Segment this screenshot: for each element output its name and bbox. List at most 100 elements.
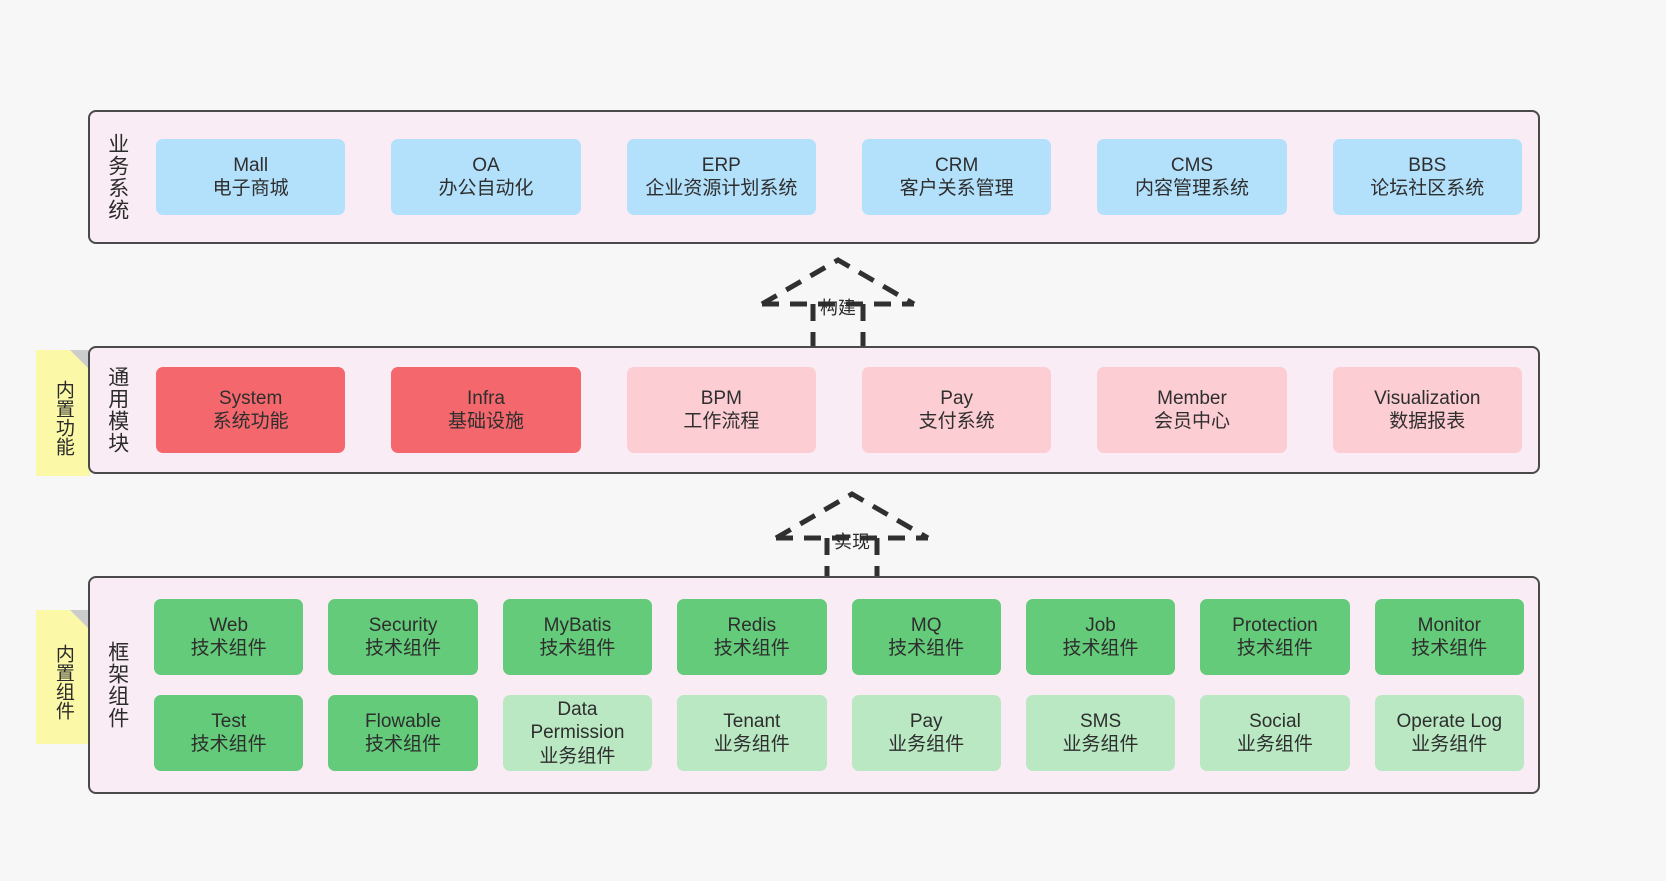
- node-desc: 技术组件: [1062, 638, 1139, 659]
- node-name: MQ: [910, 614, 942, 636]
- node-name: CMS: [1170, 154, 1214, 176]
- node-bpm[interactable]: BPM 工作流程: [626, 367, 816, 453]
- node-monitor[interactable]: Monitor 技术组件: [1374, 599, 1524, 675]
- node-name: Monitor: [1417, 614, 1481, 636]
- node-member[interactable]: Member 会员中心: [1097, 367, 1287, 453]
- node-name: Tenant: [723, 710, 781, 732]
- node-name: Mall: [233, 154, 269, 176]
- framework-layer-body: Web 技术组件 Security 技术组件 MyBatis 技术组件 Redi…: [140, 578, 1538, 792]
- business-node-row: Mall 电子商城 OA 办公自动化 ERP 企业资源计划系统 CRM 客户关系…: [156, 139, 1522, 215]
- node-desc: 办公自动化: [438, 178, 534, 199]
- node-name: MyBatis: [543, 614, 612, 636]
- module-layer-title: 通用模块: [105, 366, 129, 454]
- node-infra[interactable]: Infra 基础设施: [391, 367, 581, 453]
- node-redis[interactable]: Redis 技术组件: [677, 599, 827, 675]
- node-name: Flowable: [365, 710, 442, 732]
- node-name: Operate Log: [1396, 710, 1503, 732]
- node-test[interactable]: Test 技术组件: [154, 695, 304, 771]
- node-desc: 技术组件: [190, 638, 267, 659]
- node-security[interactable]: Security 技术组件: [328, 599, 478, 675]
- node-desc: 业务组件: [1411, 734, 1488, 755]
- node-name: BPM: [700, 387, 742, 409]
- node-desc: 会员中心: [1153, 411, 1230, 432]
- node-oa[interactable]: OA 办公自动化: [391, 139, 581, 215]
- node-desc: 系统功能: [212, 411, 289, 432]
- node-visualization[interactable]: Visualization 数据报表: [1332, 367, 1522, 453]
- node-name: ERP: [701, 154, 741, 176]
- node-erp[interactable]: ERP 企业资源计划系统: [626, 139, 816, 215]
- node-name: Pay: [940, 387, 974, 409]
- node-name: Infra: [466, 387, 505, 409]
- node-name: BBS: [1408, 154, 1447, 176]
- node-mall[interactable]: Mall 电子商城: [156, 139, 346, 215]
- sticky-note-builtin-component: 内置组件: [36, 610, 90, 744]
- generalization-arrow-icon: [774, 491, 930, 586]
- node-name: CRM: [935, 154, 979, 176]
- node-name: Job: [1085, 614, 1116, 636]
- node-name: Social: [1249, 710, 1301, 732]
- node-name: Redis: [727, 614, 777, 636]
- node-cms[interactable]: CMS 内容管理系统: [1097, 139, 1287, 215]
- node-desc: 技术组件: [365, 638, 442, 659]
- node-desc: 企业资源计划系统: [645, 178, 798, 199]
- framework-layer-title: 框架组件: [105, 641, 129, 729]
- node-desc: 内容管理系统: [1134, 178, 1249, 199]
- node-name: Protection: [1232, 614, 1318, 636]
- node-name: Security: [368, 614, 438, 636]
- node-name: Member: [1157, 387, 1227, 409]
- framework-tech-row: Web 技术组件 Security 技术组件 MyBatis 技术组件 Redi…: [154, 599, 1524, 675]
- node-desc: 技术组件: [1411, 638, 1488, 659]
- business-system-layer: 业务系统 Mall 电子商城 OA 办公自动化 ERP 企业资源计划系统 CRM…: [88, 110, 1540, 244]
- node-pay-module[interactable]: Pay 支付系统: [861, 367, 1052, 453]
- common-module-layer: 通用模块 System 系统功能 Infra 基础设施 BPM 工作流程 Pay…: [88, 346, 1540, 474]
- node-desc: 电子商城: [212, 178, 289, 199]
- node-name: System: [218, 387, 283, 409]
- node-desc: 业务组件: [713, 734, 790, 755]
- node-mq[interactable]: MQ 技术组件: [851, 599, 1001, 675]
- sticky-note-builtin-function: 内置功能: [36, 350, 90, 476]
- node-desc: 技术组件: [1236, 638, 1313, 659]
- node-desc: 基础设施: [447, 411, 524, 432]
- module-node-row: System 系统功能 Infra 基础设施 BPM 工作流程 Pay 支付系统…: [156, 367, 1522, 453]
- node-name: Web: [209, 614, 249, 636]
- node-flowable[interactable]: Flowable 技术组件: [328, 695, 478, 771]
- sticky-label: 内置功能: [52, 380, 74, 456]
- node-desc: 业务组件: [539, 745, 616, 767]
- node-desc: 支付系统: [918, 411, 995, 432]
- node-protection[interactable]: Protection 技术组件: [1200, 599, 1350, 675]
- node-name: Test: [211, 710, 247, 732]
- node-sms[interactable]: SMS 业务组件: [1025, 695, 1176, 771]
- node-operate-log[interactable]: Operate Log 业务组件: [1374, 695, 1524, 771]
- generalization-arrow-icon: [760, 257, 916, 352]
- node-name: SMS: [1079, 710, 1122, 732]
- node-system[interactable]: System 系统功能: [156, 367, 346, 453]
- node-desc: 论坛社区系统: [1370, 178, 1485, 199]
- node-social[interactable]: Social 业务组件: [1200, 695, 1350, 771]
- node-data-permission[interactable]: Data Permission 业务组件: [502, 695, 653, 771]
- node-desc: 技术组件: [539, 638, 616, 659]
- node-crm[interactable]: CRM 客户关系管理: [861, 139, 1052, 215]
- node-desc: 技术组件: [713, 638, 790, 659]
- node-desc: 客户关系管理: [899, 178, 1014, 199]
- module-layer-body: System 系统功能 Infra 基础设施 BPM 工作流程 Pay 支付系统…: [140, 348, 1538, 472]
- node-bbs[interactable]: BBS 论坛社区系统: [1332, 139, 1522, 215]
- node-name: OA: [472, 154, 500, 176]
- sticky-label: 内置组件: [52, 644, 74, 720]
- node-name: Data Permission: [530, 699, 625, 744]
- node-mybatis[interactable]: MyBatis 技术组件: [502, 599, 653, 675]
- business-layer-body: Mall 电子商城 OA 办公自动化 ERP 企业资源计划系统 CRM 客户关系…: [140, 112, 1538, 242]
- node-tenant[interactable]: Tenant 业务组件: [677, 695, 827, 771]
- node-job[interactable]: Job 技术组件: [1025, 599, 1176, 675]
- business-layer-title: 业务系统: [105, 133, 129, 221]
- node-pay-component[interactable]: Pay 业务组件: [851, 695, 1001, 771]
- node-desc: 数据报表: [1389, 411, 1466, 432]
- connector-build: 构建: [748, 252, 928, 352]
- node-desc: 技术组件: [365, 734, 442, 755]
- node-name: Visualization: [1374, 387, 1481, 409]
- framework-business-row: Test 技术组件 Flowable 技术组件 Data Permission …: [154, 695, 1524, 771]
- node-web[interactable]: Web 技术组件: [154, 599, 304, 675]
- framework-component-layer: 框架组件 Web 技术组件 Security 技术组件 MyBatis 技术组件…: [88, 576, 1540, 794]
- node-name: Pay: [909, 710, 943, 732]
- node-desc: 业务组件: [1236, 734, 1313, 755]
- node-desc: 技术组件: [190, 734, 267, 755]
